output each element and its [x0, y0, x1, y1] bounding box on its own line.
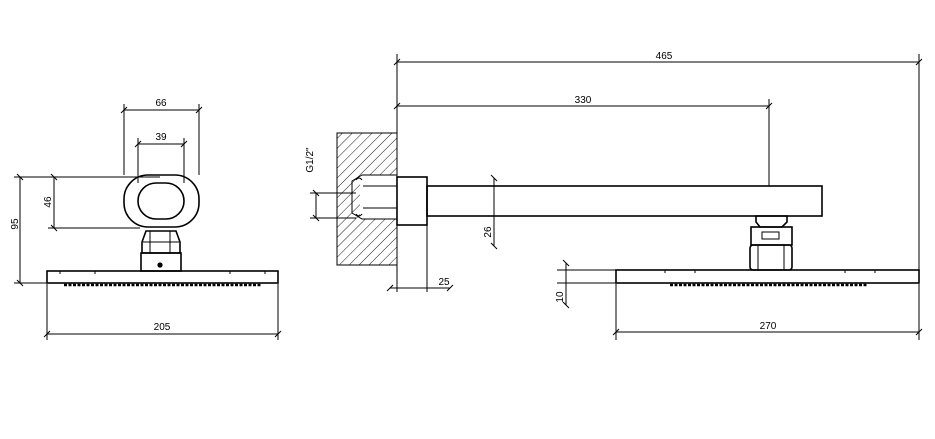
- dim-330-label: 330: [575, 95, 592, 106]
- dim-270-label: 270: [760, 321, 777, 332]
- dim-46-label: 46: [43, 196, 54, 208]
- dim-39-label: 39: [155, 132, 167, 143]
- front-view: 66 39 95 46 205: [10, 98, 282, 340]
- front-connector: [140, 252, 182, 272]
- dim-465-label: 465: [656, 51, 673, 62]
- dim-26-label: 26: [483, 226, 494, 238]
- shower-arm: [426, 185, 823, 217]
- side-connector-top: [755, 215, 788, 228]
- side-view: 465 330 G1/2" 26 25 10 270: [305, 51, 923, 340]
- dim-66-label: 66: [155, 98, 167, 109]
- front-ring-outer: [123, 174, 200, 228]
- side-plate: [615, 269, 920, 284]
- dim-25-label: 25: [438, 277, 450, 288]
- front-plate: [46, 270, 279, 284]
- dim-thread-label: G1/2": [305, 147, 316, 173]
- dim-10-label: 10: [555, 291, 566, 303]
- wall-flange: [396, 176, 428, 226]
- dim-95-label: 95: [10, 218, 21, 230]
- front-ring-inner: [137, 182, 185, 220]
- dim-205-label: 205: [154, 322, 171, 333]
